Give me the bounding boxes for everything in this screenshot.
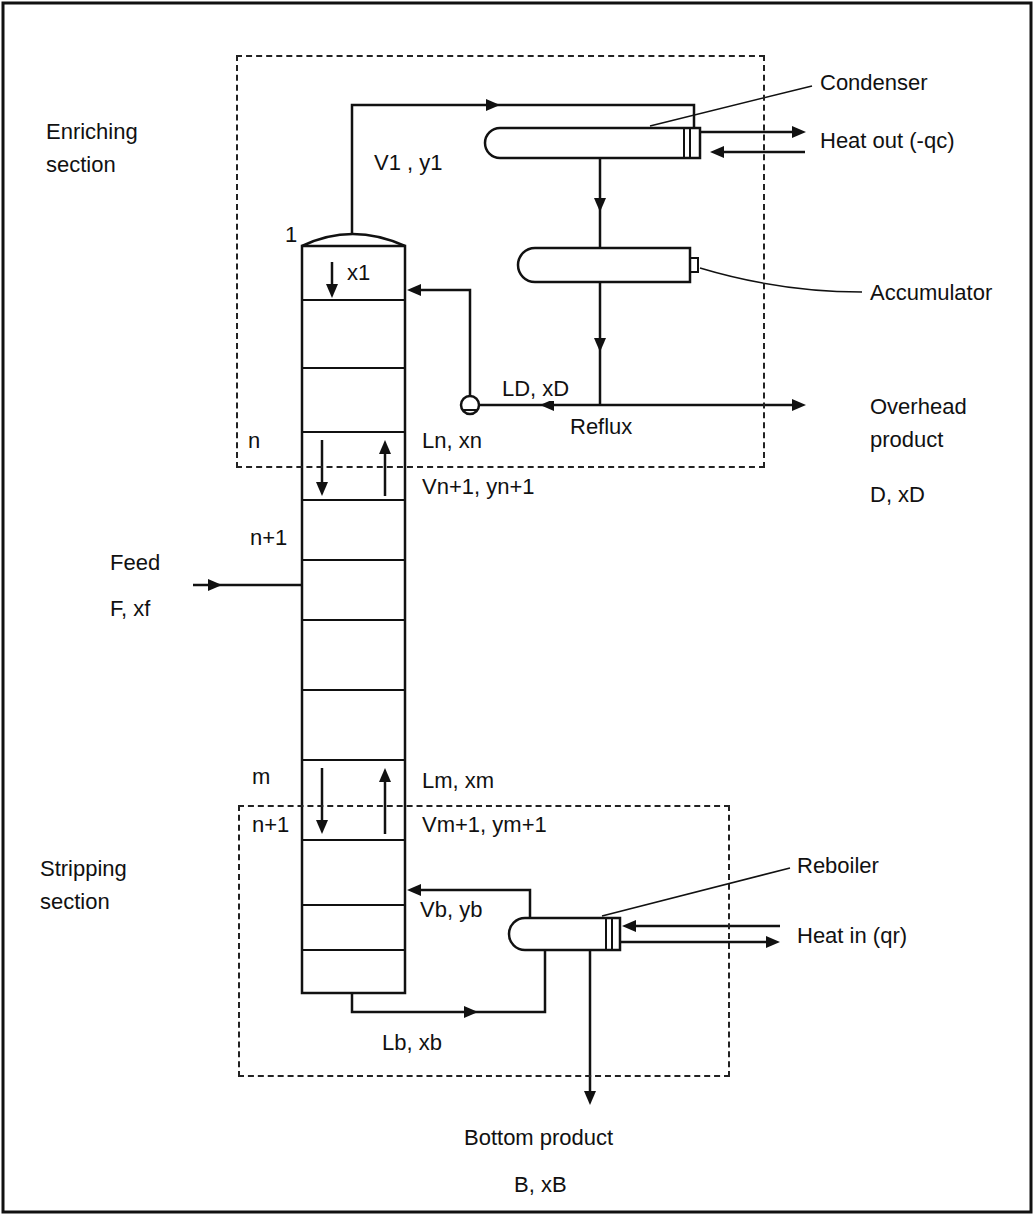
stream-label: n [246, 428, 262, 453]
reflux-pipe [421, 290, 470, 396]
tray-line [302, 367, 405, 369]
stream-label: n+1 [248, 525, 289, 550]
stream-label: Ln, xn [420, 428, 484, 453]
stream-label: 1 [283, 222, 299, 247]
condenser-shell [485, 128, 700, 158]
flow-arrowhead [379, 768, 391, 782]
steam-line [620, 941, 766, 944]
flow-arrowhead [208, 579, 222, 591]
flow-arrowhead [622, 920, 636, 932]
reboiler-shell [509, 918, 620, 950]
tray-line [302, 949, 405, 951]
flow-arrowhead [792, 126, 806, 138]
stream-label: Overhead product [868, 390, 992, 456]
liquid-arrow [321, 440, 324, 482]
bottoms-pipe [352, 950, 545, 1012]
coolant-line [700, 131, 792, 134]
stream-label: x1 [345, 260, 372, 285]
stream-label: n+1 [250, 812, 291, 837]
flow-arrowhead [594, 338, 606, 352]
stream-label: LD, xD [500, 376, 571, 401]
stream-label: Bottom product [462, 1125, 615, 1150]
tube-sheet [683, 128, 685, 158]
flow-arrowhead [792, 399, 806, 411]
stream-label: Heat in (qr) [795, 923, 909, 948]
stream-label: Condenser [818, 70, 930, 95]
liquid-arrow [321, 768, 324, 820]
stream-label: Vn+1, yn+1 [420, 474, 537, 499]
flow-arrowhead [464, 1006, 478, 1018]
flow-arrowhead [486, 99, 500, 111]
picture-frame [3, 3, 1031, 1212]
tray-line [302, 839, 405, 841]
flow-arrowhead [407, 884, 421, 896]
flow-arrowhead [326, 284, 338, 298]
tray-line [302, 759, 405, 761]
flow-arrowhead [407, 284, 421, 296]
flow-arrowhead [710, 146, 724, 158]
tray-line [302, 299, 405, 301]
tray-line [302, 619, 405, 621]
column-dome [302, 234, 405, 246]
vapour-arrow [384, 782, 387, 834]
distillate-line [479, 404, 792, 407]
accumulator-drum [518, 248, 690, 282]
flow-arrowhead [379, 440, 391, 454]
stream-label: V1 , y1 [372, 150, 444, 175]
stream-label: m [250, 764, 272, 789]
flow-arrowhead [316, 820, 328, 834]
flow-arrowhead [594, 198, 606, 212]
tray-line [302, 499, 405, 501]
vapour-pipe [352, 105, 694, 234]
steam-line [636, 925, 780, 928]
leader-line [650, 86, 812, 126]
liquid-arrow [331, 262, 334, 284]
accumulator-nozzle [690, 258, 698, 272]
stream-label: Vb, yb [418, 897, 484, 922]
leader-line [602, 868, 790, 916]
section-heading: Stripping section [40, 852, 170, 918]
tray-line [302, 904, 405, 906]
bottom-product-pipe [589, 950, 592, 1091]
section-region: Stripping section [238, 805, 730, 1077]
stream-label: Heat out (-qc) [818, 128, 957, 153]
flow-arrowhead [316, 482, 328, 496]
leader-line [700, 268, 862, 292]
stream-label: Feed [108, 550, 162, 575]
stream-label: Accumulator [868, 280, 994, 305]
section-region: Enriching section [236, 55, 765, 468]
stream-label: Lb, xb [380, 1030, 444, 1055]
stream-label: F, xf [108, 596, 152, 621]
flow-arrowhead [766, 936, 780, 948]
stream-label: D, xD [868, 482, 927, 507]
flow-arrowhead [584, 1091, 596, 1105]
section-heading: Enriching section [46, 115, 176, 181]
stream-label: Reboiler [795, 853, 881, 878]
stream-label: Vm+1, ym+1 [420, 812, 549, 837]
column-shell [302, 246, 405, 993]
tray-line [302, 431, 405, 433]
tube-sheet [605, 918, 607, 950]
vapour-arrow [384, 454, 387, 496]
stream-label: Reflux [568, 414, 634, 439]
tray-line [302, 689, 405, 691]
stream-label: Lm, xm [420, 768, 496, 793]
stream-label: B, xB [512, 1172, 569, 1197]
pump-base [462, 409, 478, 411]
tray-line [302, 559, 405, 561]
reflux-pump [461, 396, 479, 414]
tube-sheet [689, 128, 691, 158]
tube-sheet [611, 918, 613, 950]
